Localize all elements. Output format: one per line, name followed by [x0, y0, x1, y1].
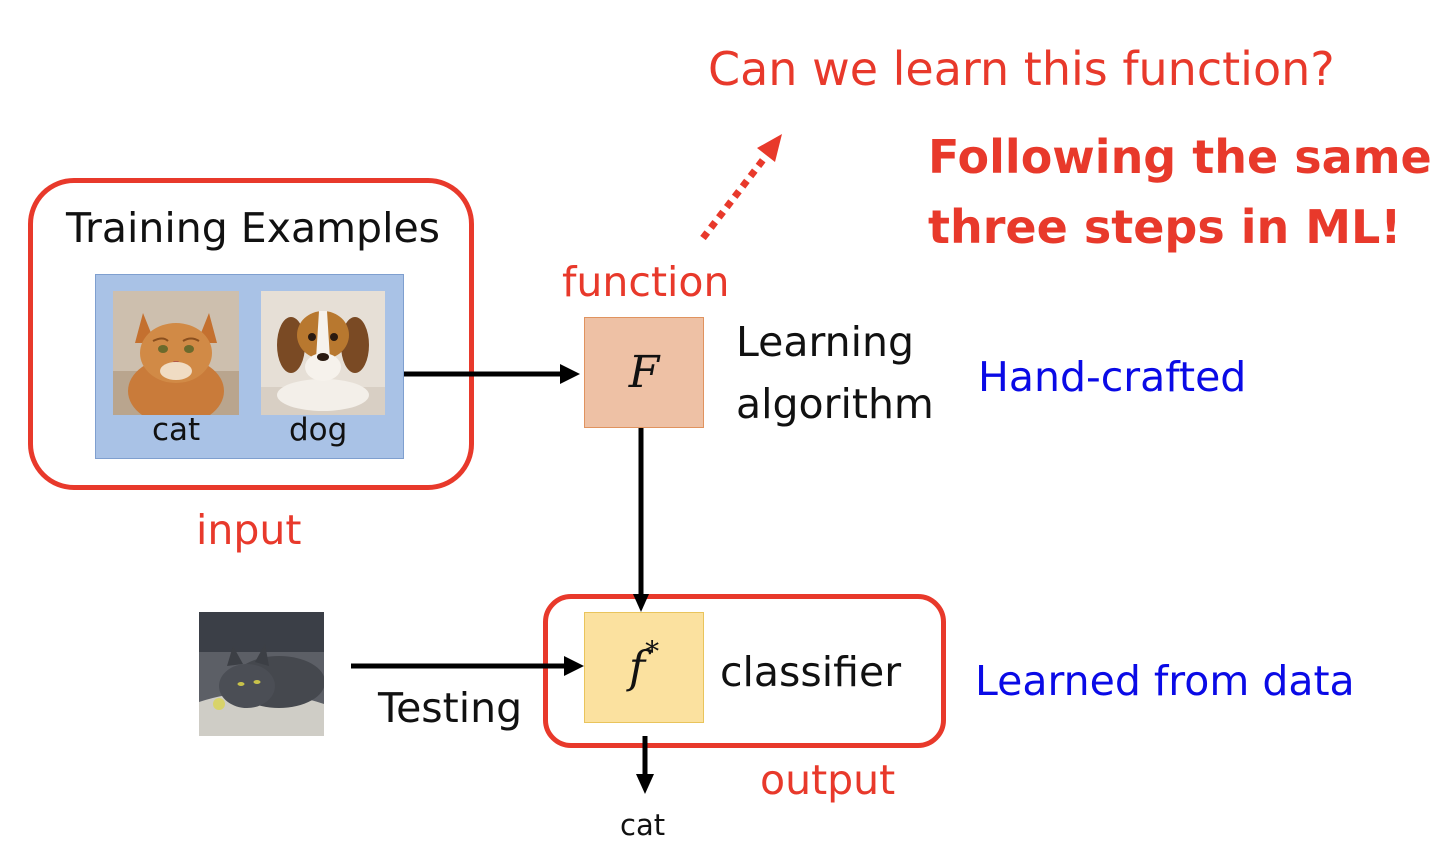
- training-to-learning-arrow: [404, 364, 580, 384]
- hand-crafted-note: Hand-crafted: [978, 353, 1247, 401]
- classifier-label: classifier: [720, 648, 902, 696]
- classifier-output-arrow: [636, 736, 654, 794]
- input-frame: [28, 178, 474, 490]
- dog-photo: [261, 291, 385, 415]
- steps-note-line2: three steps in ML!: [928, 200, 1402, 254]
- classifier-symbol: f*: [628, 635, 660, 694]
- learned-from-data-note: Learned from data: [975, 657, 1355, 705]
- learning-to-classifier-arrow: [633, 428, 649, 612]
- cat-photo: [113, 291, 239, 415]
- test-cat-photo: [199, 612, 324, 736]
- classifier-box: f*: [584, 612, 704, 723]
- question-dotted-arrow: [700, 134, 782, 241]
- training-examples-title: Training Examples: [66, 204, 441, 252]
- prediction-result: cat: [620, 808, 666, 842]
- learning-algorithm-label-line1: Learning: [736, 318, 914, 366]
- learning-algorithm-box: F: [584, 317, 704, 428]
- testing-input-arrow: [351, 656, 584, 676]
- output-label: output: [760, 756, 896, 804]
- example-label-cat: cat: [152, 412, 201, 448]
- function-label: function: [562, 258, 730, 306]
- question-text: Can we learn this function?: [708, 42, 1335, 96]
- example-label-dog: dog: [289, 412, 348, 448]
- steps-note-line1: Following the same: [928, 130, 1432, 184]
- learning-algorithm-label-line2: algorithm: [736, 380, 934, 428]
- output-frame: [543, 594, 946, 748]
- testing-label: Testing: [378, 684, 523, 732]
- learning-algorithm-symbol: F: [628, 347, 660, 398]
- input-label: input: [196, 506, 302, 554]
